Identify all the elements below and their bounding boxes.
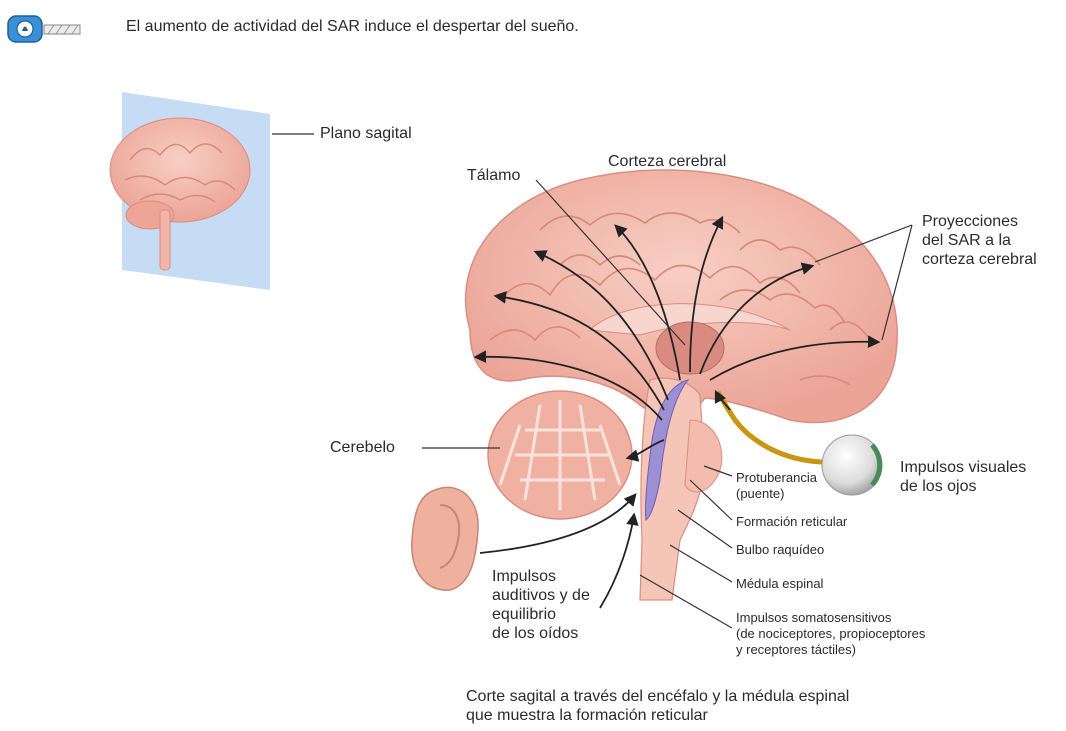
main-brain <box>466 170 898 600</box>
figure-caption: Corte sagital a través del encéfalo y la… <box>466 687 849 725</box>
label-cerebelo: Cerebelo <box>330 438 395 457</box>
label-auditivos: Impulsos auditivos y de equilibrio de lo… <box>492 567 590 643</box>
label-bulbo: Bulbo raquídeo <box>736 542 824 558</box>
label-formacion-reticular: Formación reticular <box>736 514 847 530</box>
label-corteza: Corteza cerebral <box>608 152 726 171</box>
sagittal-plane-inset <box>110 92 314 290</box>
ear <box>412 487 478 590</box>
label-somatosensitivos: Impulsos somatosensitivos (de nociceptor… <box>736 610 925 658</box>
label-protuberancia: Protuberancia (puente) <box>736 470 817 502</box>
label-talamo: Tálamo <box>467 166 520 185</box>
eye <box>822 435 882 495</box>
label-proyecciones: Proyecciones del SAR a la corteza cerebr… <box>922 212 1037 269</box>
label-medula: Médula espinal <box>736 576 823 592</box>
label-impulsos-visuales: Impulsos visuales de los ojos <box>900 458 1026 496</box>
inset-brainstem <box>160 210 170 270</box>
label-plano-sagital: Plano sagital <box>320 124 412 143</box>
